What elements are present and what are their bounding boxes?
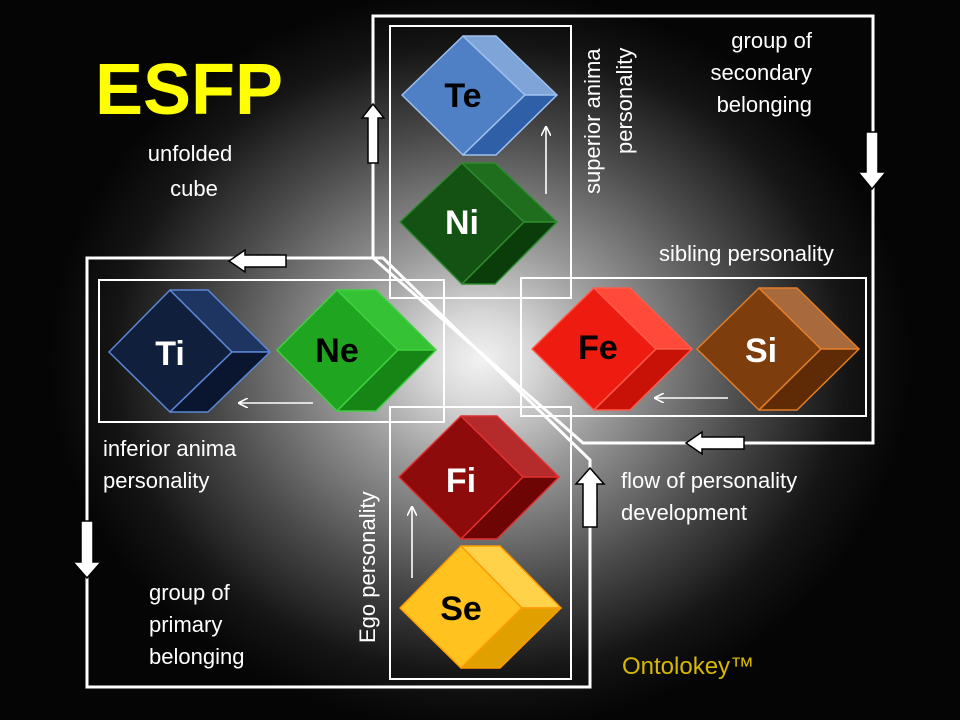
sibling-box (520, 277, 867, 417)
ego-personality-label: Ego personality (355, 491, 380, 643)
cube-side (460, 476, 560, 540)
cube-te: Te (401, 35, 558, 156)
inferior-anima-label-1: inferior anima (103, 436, 237, 461)
cube-ni: Ni (399, 162, 558, 285)
arrow-left-bottom-icon (684, 430, 745, 456)
cube-side (758, 348, 860, 411)
cube-ti: Ti (108, 289, 271, 413)
secondary-group-label-3: belonging (717, 92, 812, 117)
cube-side (336, 349, 437, 412)
inferior-anima-label-2: personality (103, 468, 209, 493)
cube-ti-label: Ti (155, 335, 185, 373)
superior-anima-box (389, 25, 572, 299)
arrow-down-right-icon (856, 131, 888, 191)
cube-side (461, 221, 558, 285)
arrow-up-left-icon (360, 102, 386, 164)
arrow-left-top-icon (227, 248, 287, 274)
cube-si: Si (696, 287, 860, 411)
cube-ne: Ne (276, 289, 437, 412)
primary-group-label-3: belonging (149, 644, 244, 669)
cube-si-label: Si (745, 332, 777, 370)
inferior-anima-box (98, 279, 445, 423)
subtitle-line1: unfolded (148, 141, 232, 166)
ego-box (389, 406, 572, 680)
cube-side (593, 348, 693, 411)
sibling-personality-label: sibling personality (659, 241, 834, 266)
subtitle-line2: cube (170, 176, 218, 201)
cube-fi: Fi (398, 415, 560, 540)
cube-fe: Fe (531, 287, 693, 411)
cube-side (462, 94, 558, 156)
arrow-down-left-icon (71, 520, 103, 580)
primary-group-label-1: group of (149, 580, 231, 605)
superior-anima-label-1: superior anima (580, 48, 605, 194)
secondary-group-label-2: secondary (710, 60, 812, 85)
cube-fe-label: Fe (578, 329, 618, 367)
superior-anima-label-2: personality (612, 48, 637, 154)
page-title: ESFP (95, 50, 283, 130)
flow-label-2: development (621, 500, 747, 525)
primary-group-label-2: primary (149, 612, 222, 637)
arrow-up-flow-icon (574, 466, 606, 528)
cube-ne-label: Ne (315, 332, 358, 370)
flow-label-1: flow of personality (621, 468, 797, 493)
cube-side (460, 607, 562, 669)
cube-ni-label: Ni (445, 204, 479, 242)
secondary-group-outline (371, 14, 875, 445)
cube-se: Se (399, 545, 562, 669)
cube-se-label: Se (440, 590, 482, 628)
secondary-group-label-1: group of (731, 28, 813, 53)
cube-te-label: Te (444, 77, 481, 115)
brand-logo-text: Ontolokey™ (622, 653, 754, 680)
primary-group-outline (85, 256, 592, 689)
cube-fi-label: Fi (446, 462, 476, 500)
cube-side (169, 351, 271, 413)
